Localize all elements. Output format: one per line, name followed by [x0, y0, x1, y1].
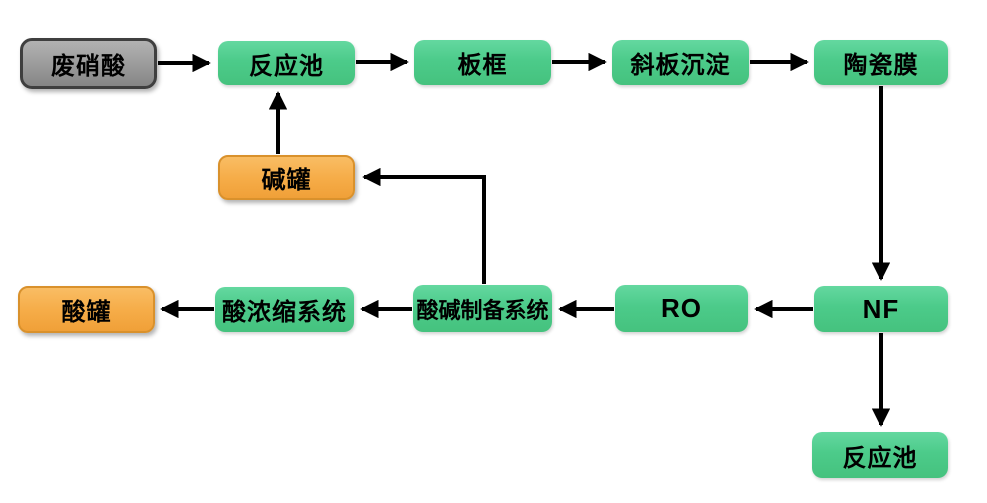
node-plate-frame-label: 板框: [457, 52, 508, 79]
node-waste-nitric-acid-label: 废硝酸: [51, 53, 126, 80]
node-reaction-pool-bottom-label: 反应池: [842, 444, 918, 472]
node-nf: NF: [814, 286, 948, 332]
node-ceramic-membrane: 陶瓷膜: [814, 40, 948, 85]
node-ceramic-membrane-label: 陶瓷膜: [843, 52, 919, 79]
node-acid-concentration-system-label: 酸浓缩系统: [222, 299, 347, 326]
node-reaction-pool-top: 反应池: [218, 41, 355, 85]
node-acid-alkali-prep-system: 酸碱制备系统: [413, 285, 552, 332]
node-ro: RO: [615, 285, 748, 332]
node-inclined-plate-settling: 斜板沉淀: [612, 40, 749, 85]
node-acid-tank: 酸罐: [18, 286, 155, 333]
node-acid-alkali-prep-system-label: 酸碱制备系统: [416, 297, 549, 323]
node-alkali-tank-label: 碱罐: [261, 167, 312, 194]
node-alkali-tank: 碱罐: [218, 155, 355, 200]
node-reaction-pool-bottom: 反应池: [812, 432, 948, 478]
node-acid-concentration-system: 酸浓缩系统: [215, 287, 354, 332]
node-plate-frame: 板框: [414, 40, 551, 85]
connector-acid-alkali-prep-to-alkali-tank: [362, 167, 486, 284]
node-waste-nitric-acid: 废硝酸: [20, 38, 157, 89]
node-reaction-pool-top-label: 反应池: [249, 52, 324, 80]
node-nf-label: NF: [862, 293, 900, 324]
node-ro-label: RO: [661, 293, 702, 323]
node-inclined-plate-settling-label: 斜板沉淀: [630, 52, 731, 79]
node-acid-tank-label: 酸罐: [61, 299, 112, 326]
